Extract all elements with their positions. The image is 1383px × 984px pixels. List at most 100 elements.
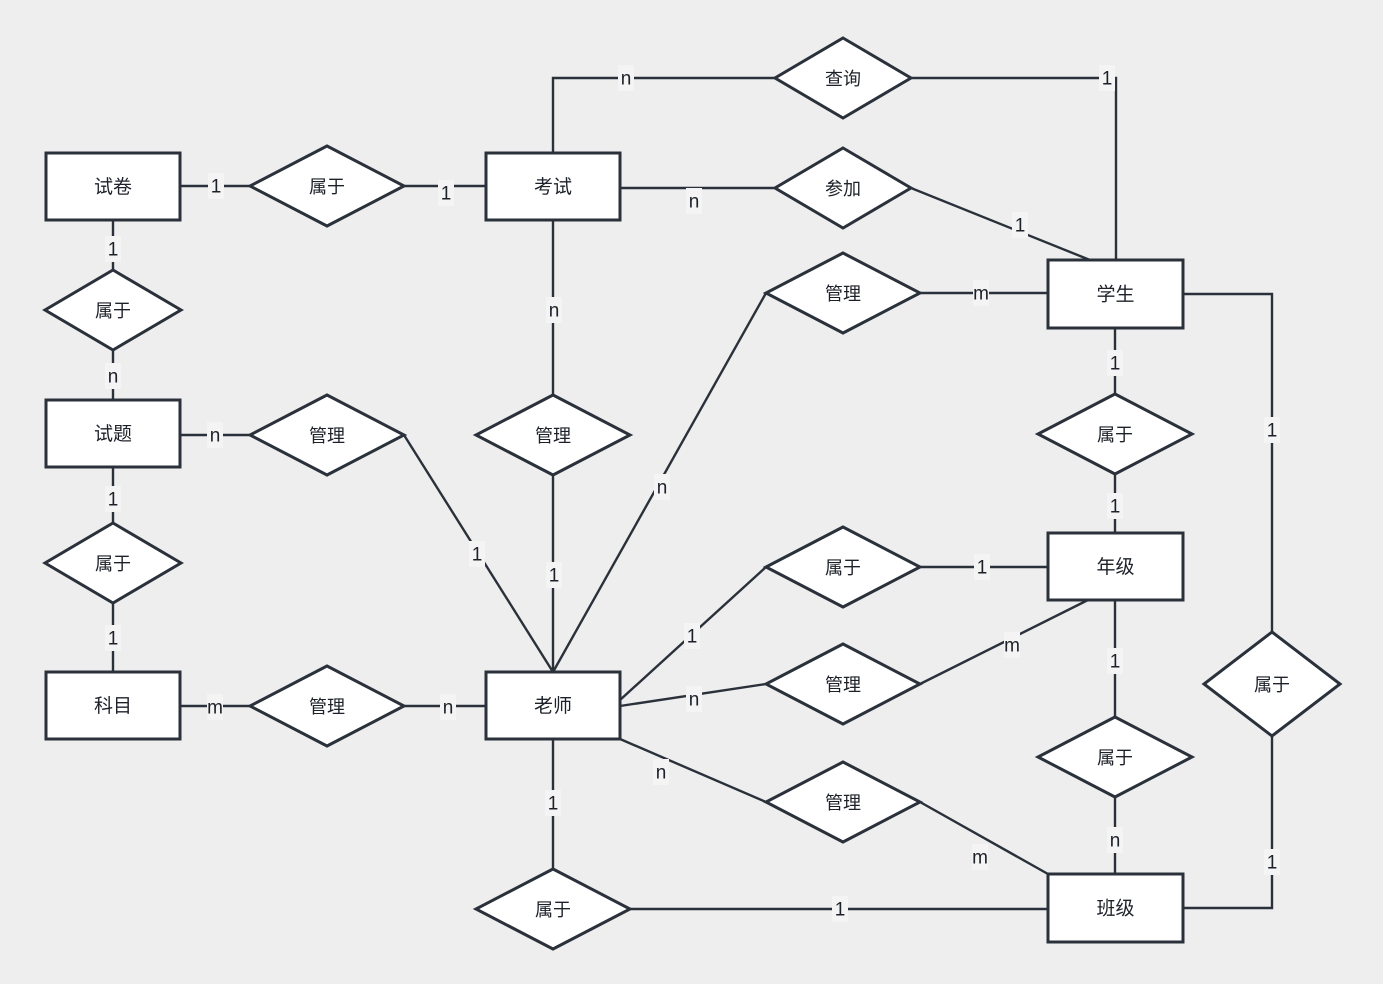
cardinality-label: n <box>686 188 702 214</box>
entity-box[interactable] <box>1046 258 1185 330</box>
cardinality-label: 1 <box>1264 849 1280 875</box>
cardinality-label: 1 <box>545 790 561 816</box>
relationship-label: 属于 <box>309 177 345 197</box>
relationship-diamond[interactable] <box>762 251 924 335</box>
entity-kemu[interactable]: 科目 <box>44 670 182 741</box>
cardinality-label: 1 <box>974 554 990 580</box>
relationship-diamond[interactable] <box>762 525 924 609</box>
cardinality-backdrop <box>440 694 456 720</box>
relationship-diamond[interactable] <box>762 642 924 726</box>
er-connector-line <box>910 186 1091 262</box>
cardinality-label: 1 <box>684 623 700 649</box>
relationship-diamond[interactable] <box>42 268 184 352</box>
relationship-label: 管理 <box>825 284 861 304</box>
relationship-diamond[interactable] <box>762 760 924 844</box>
cardinality-text: 1 <box>1267 853 1278 874</box>
relationship-diamond[interactable] <box>472 393 634 477</box>
relationship-label: 属于 <box>95 554 131 574</box>
relationship-label: 管理 <box>825 793 861 813</box>
relationship-rel-shiti-laoshi[interactable]: 管理 <box>246 393 408 477</box>
cardinality-backdrop <box>618 65 634 91</box>
cardinality-label: 1 <box>105 486 121 512</box>
cardinality-backdrop <box>546 297 562 323</box>
relationship-diamond[interactable] <box>772 146 914 230</box>
cardinality-backdrop <box>1107 827 1123 853</box>
cardinality-text: 1 <box>108 240 119 261</box>
entity-banji[interactable]: 班级 <box>1046 872 1185 944</box>
cardinality-backdrop <box>1264 417 1280 443</box>
cardinality-label: 1 <box>1012 212 1028 238</box>
cardinality-text: n <box>656 763 667 784</box>
relationship-diamond[interactable] <box>472 867 634 951</box>
cardinality-text: 1 <box>441 184 452 205</box>
relationship-diamond[interactable] <box>1034 715 1196 799</box>
entity-box[interactable] <box>44 398 182 469</box>
relationship-rel-laoshi-banji-guanli[interactable]: 管理 <box>762 760 924 844</box>
relationship-diamond[interactable] <box>42 521 184 605</box>
relationship-rel-shiti-kemu[interactable]: 属于 <box>42 521 184 605</box>
cardinality-backdrop <box>1107 648 1123 674</box>
cardinality-backdrop <box>1107 493 1123 519</box>
entity-xuesheng[interactable]: 学生 <box>1046 258 1185 330</box>
relationship-rel-laoshi-nianji-shuyu[interactable]: 属于 <box>762 525 924 609</box>
relationship-rel-shijuan-shiti[interactable]: 属于 <box>42 268 184 352</box>
relationship-label: 属于 <box>1254 675 1290 695</box>
relationship-label: 属于 <box>1097 748 1133 768</box>
relationship-diamond[interactable] <box>1034 392 1196 476</box>
entity-label: 试题 <box>94 423 132 445</box>
relationship-rel-nianji-banji[interactable]: 属于 <box>1034 715 1196 799</box>
relationship-rel-laoshi-xuesheng[interactable]: 管理 <box>762 251 924 335</box>
cardinality-backdrop <box>653 759 669 785</box>
relationship-diamond[interactable] <box>772 36 914 120</box>
cardinality-text: 1 <box>835 900 846 921</box>
entity-box[interactable] <box>1046 531 1185 602</box>
entity-box[interactable] <box>1046 872 1185 944</box>
relationship-rel-laoshi-nianji-guanli[interactable]: 管理 <box>762 642 924 726</box>
er-connector-line <box>551 76 775 153</box>
entity-shijuan[interactable]: 试卷 <box>44 151 182 222</box>
cardinality-text: 1 <box>1110 354 1121 375</box>
relationship-rel-laoshi-banji-shuyu[interactable]: 属于 <box>472 867 634 951</box>
relationship-rel-kaoshi-xuesheng-canjia[interactable]: 参加 <box>772 146 914 230</box>
entity-nianji[interactable]: 年级 <box>1046 531 1185 602</box>
relationships-layer: 属于查询参加属于管理管理管理属于管理属于属于管理属于管理属于属于 <box>42 36 1343 951</box>
relationship-rel-kaoshi-xuesheng-chaxun[interactable]: 查询 <box>772 36 914 120</box>
entity-box[interactable] <box>44 670 182 741</box>
cardinality-text: n <box>657 478 668 499</box>
entity-laoshi[interactable]: 老师 <box>484 670 622 741</box>
entity-box[interactable] <box>484 151 622 222</box>
cardinality-text: m <box>1004 636 1020 657</box>
cardinality-label: m <box>1004 632 1020 658</box>
relationship-label: 管理 <box>825 675 861 695</box>
cardinality-text: 1 <box>1110 652 1121 673</box>
cardinality-text: 1 <box>1102 69 1113 90</box>
cardinality-backdrop <box>1099 65 1115 91</box>
cardinality-text: n <box>549 301 560 322</box>
cardinality-label: n <box>440 694 456 720</box>
relationship-diamond[interactable] <box>246 664 408 748</box>
cardinality-text: 1 <box>687 627 698 648</box>
relationship-rel-kemu-laoshi[interactable]: 管理 <box>246 664 408 748</box>
cardinality-text: 1 <box>108 490 119 511</box>
cardinality-backdrop <box>438 180 454 206</box>
entity-box[interactable] <box>484 670 622 741</box>
relationship-rel-shijuan-kaoshi[interactable]: 属于 <box>246 144 408 228</box>
cardinality-backdrop <box>208 173 224 199</box>
cardinality-backdrop <box>973 280 989 306</box>
entity-kaoshi[interactable]: 考试 <box>484 151 622 222</box>
cardinality-label: 1 <box>438 180 454 206</box>
entity-shiti[interactable]: 试题 <box>44 398 182 469</box>
relationship-label: 属于 <box>1097 425 1133 445</box>
relationship-rel-xuesheng-banji[interactable]: 属于 <box>1201 630 1343 738</box>
er-connector-line <box>919 800 1049 876</box>
relationship-rel-xuesheng-nianji[interactable]: 属于 <box>1034 392 1196 476</box>
relationship-rel-kaoshi-laoshi[interactable]: 管理 <box>472 393 634 477</box>
relationship-diamond[interactable] <box>246 144 408 228</box>
relationship-label: 属于 <box>535 900 571 920</box>
entity-box[interactable] <box>44 151 182 222</box>
cardinality-backdrop <box>1004 632 1020 658</box>
relationship-diamond[interactable] <box>1201 630 1343 738</box>
relationship-diamond[interactable] <box>246 393 408 477</box>
